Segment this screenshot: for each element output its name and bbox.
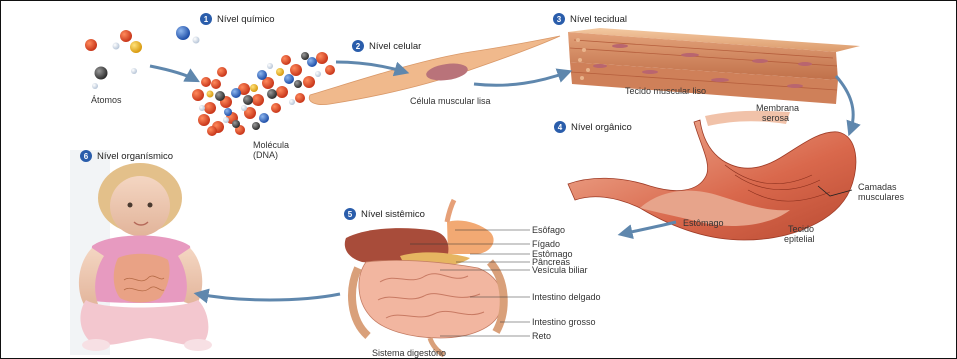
part-small-intestine-label: Intestino delgado [532, 292, 601, 302]
level-6-label: Nível organísmico [97, 151, 173, 162]
layers-label-line-2: musculares [858, 192, 904, 202]
level-4-heading: 4 Nível orgânico [554, 121, 632, 133]
molecule-label: Molécula [253, 140, 289, 150]
level-4-badge: 4 [554, 121, 566, 133]
level-6-heading: 6 Nível organísmico [80, 150, 173, 162]
part-esophagus-label: Esôfago [532, 225, 565, 235]
atoms-label: Átomos [91, 95, 122, 105]
dna-label: (DNA) [253, 150, 278, 160]
epithelial-label-line-1: Tecido [788, 224, 814, 234]
cell-label: Célula muscular lisa [410, 96, 491, 106]
level-5-badge: 5 [344, 208, 356, 220]
level-6-badge: 6 [80, 150, 92, 162]
level-3-badge: 3 [553, 13, 565, 25]
level-2-badge: 2 [352, 40, 364, 52]
level-5-label: Nível sistêmico [361, 209, 425, 220]
part-gallbladder-label: Vesícula biliar [532, 265, 588, 275]
level-3-label: Nível tecidual [570, 14, 627, 25]
layers-label-line-1: Camadas [858, 182, 897, 192]
epithelial-label-line-2: epitelial [784, 234, 815, 244]
atoms-illustration [85, 26, 200, 89]
tissue-label: Tecido muscular liso [625, 86, 706, 96]
smooth-muscle-cell-illustration [309, 36, 560, 105]
part-liver-label: Fígado [532, 239, 560, 249]
level-4-label: Nível orgânico [571, 122, 632, 133]
child-illustration [79, 163, 212, 351]
level-2-heading: 2 Nível celular [352, 40, 421, 52]
system-label: Sistema digestório [372, 348, 446, 358]
membrane-label-line-1: Membrana [756, 103, 799, 113]
level-1-label: Nível químico [217, 14, 275, 25]
membrane-label-line-2: serosa [762, 113, 789, 123]
digestive-system-illustration [345, 200, 530, 355]
level-5-heading: 5 Nível sistêmico [344, 208, 425, 220]
level-3-heading: 3 Nível tecidual [553, 13, 627, 25]
stomach-label: Estômago [683, 218, 724, 228]
level-2-label: Nível celular [369, 41, 421, 52]
part-large-intestine-label: Intestino grosso [532, 317, 596, 327]
smooth-muscle-tissue-illustration [568, 28, 860, 104]
level-1-heading: 1 Nível químico [200, 13, 275, 25]
level-1-badge: 1 [200, 13, 212, 25]
part-rectum-label: Reto [532, 331, 551, 341]
